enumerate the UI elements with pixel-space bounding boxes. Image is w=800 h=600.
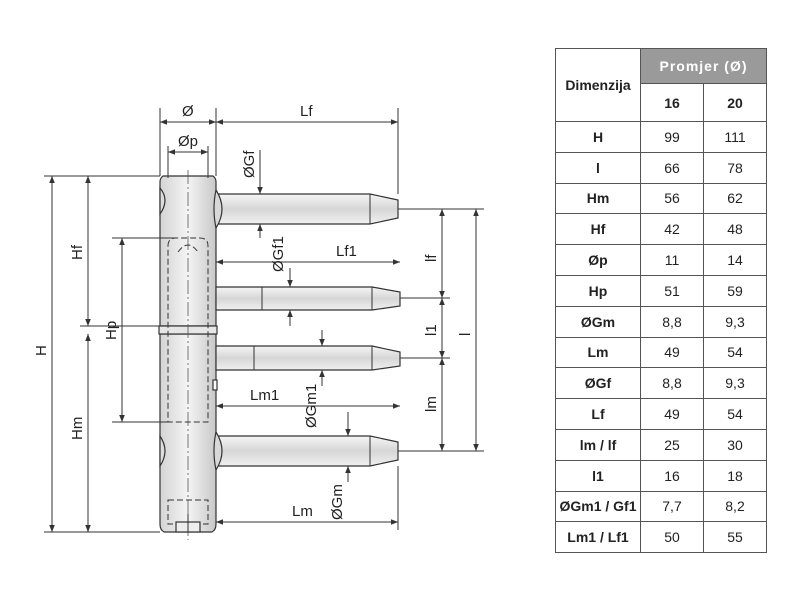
label-gm: ØGm xyxy=(329,484,346,520)
row-label: H xyxy=(555,121,641,153)
label-lf-top: Lf xyxy=(300,103,313,120)
row-label: Hm xyxy=(555,182,641,215)
value-16: 49 xyxy=(640,336,704,369)
label-hf: Hf xyxy=(69,244,86,260)
hinge-barrel xyxy=(158,170,218,540)
row-label: ØGm1 / Gf1 xyxy=(555,490,641,523)
header-size-20: 20 xyxy=(703,83,767,122)
row-label: Lf xyxy=(555,398,641,430)
label-l: l xyxy=(457,333,474,336)
label-lm: Lm xyxy=(292,503,313,520)
value-16: 8,8 xyxy=(640,305,704,338)
value-20: 55 xyxy=(703,521,767,554)
label-pin-diameter: Øp xyxy=(178,133,198,150)
value-20: 14 xyxy=(703,244,767,276)
label-lf1: Lf1 xyxy=(336,243,357,260)
row-label: lm / lf xyxy=(555,428,641,461)
value-20: 78 xyxy=(703,151,767,184)
value-20: 111 xyxy=(703,121,767,153)
row-label: ØGm xyxy=(555,305,641,338)
value-20: 8,2 xyxy=(703,490,767,523)
value-16: 49 xyxy=(640,398,704,430)
value-20: 62 xyxy=(703,182,767,215)
row-label: Lm1 / Lf1 xyxy=(555,521,641,554)
hinge-pins xyxy=(159,186,401,472)
row-label: Hf xyxy=(555,213,641,246)
header-diameter-group: Promjer (Ø) xyxy=(640,47,767,85)
row-label: l xyxy=(555,151,641,184)
top-dimensions: Ø Øp Lf ØGf ØGf1 Lf1 xyxy=(159,103,400,326)
value-16: 8,8 xyxy=(640,367,704,400)
label-lm-side: lm xyxy=(423,396,440,412)
value-16: 56 xyxy=(640,182,704,215)
label-h: H xyxy=(33,345,50,356)
value-20: 54 xyxy=(703,398,767,430)
header-size-16: 16 xyxy=(640,83,704,122)
value-20: 9,3 xyxy=(703,305,767,338)
value-20: 30 xyxy=(703,428,767,461)
row-label: Hp xyxy=(555,274,641,307)
row-label: Lm xyxy=(555,336,641,369)
label-hp: Hp xyxy=(103,321,120,340)
hinge-technical-drawing: Ø Øp Lf ØGf ØGf1 Lf1 H Hf Hp Hm Lm1 xyxy=(33,103,484,540)
value-16: 25 xyxy=(640,428,704,461)
label-gf: ØGf xyxy=(241,150,258,178)
value-20: 18 xyxy=(703,459,767,492)
value-20: 9,3 xyxy=(703,367,767,400)
value-16: 66 xyxy=(640,151,704,184)
label-gf1: ØGf1 xyxy=(270,236,287,272)
value-16: 51 xyxy=(640,274,704,307)
right-dimensions: lf l1 l lm xyxy=(398,208,484,452)
header-dimension: Dimenzija xyxy=(555,48,641,122)
label-gm1: ØGm1 xyxy=(303,384,320,428)
value-16: 42 xyxy=(640,213,704,246)
value-16: 11 xyxy=(640,244,704,276)
value-16: 16 xyxy=(640,459,704,492)
row-label: l1 xyxy=(555,459,641,492)
value-20: 54 xyxy=(703,336,767,369)
label-lf-side: lf xyxy=(423,254,440,262)
value-16: 7,7 xyxy=(640,490,704,523)
label-diameter: Ø xyxy=(182,103,194,120)
left-dimensions: H Hf Hp Hm xyxy=(33,175,176,533)
value-20: 48 xyxy=(703,213,767,246)
lower-dimensions: Lm1 ØGm1 ØGm Lm xyxy=(216,330,400,530)
value-16: 99 xyxy=(640,121,704,153)
row-label: ØGf xyxy=(555,367,641,400)
value-16: 50 xyxy=(640,521,704,554)
label-l1: l1 xyxy=(423,324,440,336)
value-20: 59 xyxy=(703,274,767,307)
label-hm: Hm xyxy=(69,417,86,440)
label-lm1: Lm1 xyxy=(250,387,279,404)
row-label: Øp xyxy=(555,244,641,276)
